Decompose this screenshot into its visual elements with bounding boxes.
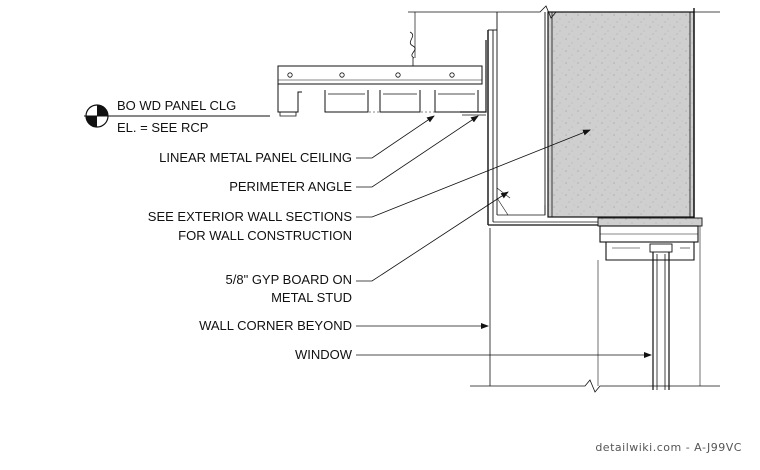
callout-gyp-board: 5/8" GYP BOARD ON METAL STUD <box>226 191 509 305</box>
label-window: WINDOW <box>295 347 353 362</box>
carrier-rail <box>277 65 483 85</box>
callout-perimeter-angle: PERIMETER ANGLE <box>229 115 479 194</box>
callout-linear-metal-panel-ceiling: LINEAR METAL PANEL CEILING <box>159 115 435 165</box>
callout-exterior-wall: SEE EXTERIOR WALL SECTIONS FOR WALL CONS… <box>148 129 591 243</box>
label-exterior-wall-line1: SEE EXTERIOR WALL SECTIONS <box>148 209 353 224</box>
label-gyp-board-line1: 5/8" GYP BOARD ON <box>226 272 352 287</box>
perimeter-angle <box>460 40 487 116</box>
window-mullion <box>652 252 670 390</box>
hanger-wire <box>409 31 416 66</box>
window-jamb-lines <box>597 226 701 386</box>
label-perimeter-angle: PERIMETER ANGLE <box>229 179 352 194</box>
elevation-title: BO WD PANEL CLG <box>117 98 236 113</box>
callout-wall-corner-beyond: WALL CORNER BEYOND <box>199 318 489 333</box>
label-gyp-board-line2: METAL STUD <box>271 290 352 305</box>
linear-metal-panels <box>277 84 479 117</box>
elevation-subtitle: EL. = SEE RCP <box>117 120 208 135</box>
bottom-break-line <box>470 379 720 393</box>
watermark: detailwiki.com - A-J99VC <box>595 441 742 454</box>
exterior-wall <box>547 8 695 225</box>
window-head <box>597 217 703 261</box>
label-wall-corner-beyond: WALL CORNER BEYOND <box>199 318 352 333</box>
callout-window: WINDOW <box>295 347 652 362</box>
elevation-marker: BO WD PANEL CLG EL. = SEE RCP <box>84 98 270 135</box>
label-linear-metal-panel-ceiling: LINEAR METAL PANEL CEILING <box>159 150 352 165</box>
label-exterior-wall-line2: FOR WALL CONSTRUCTION <box>178 228 352 243</box>
